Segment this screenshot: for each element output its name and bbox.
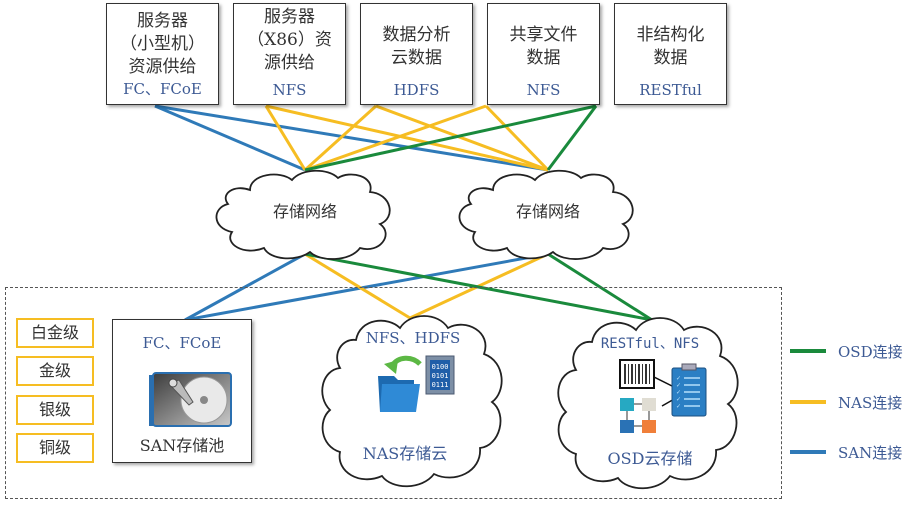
clipboard-checklist-icon: ✓✓✓✓✓ — [671, 363, 707, 417]
storage-network-cloud-right — [458, 169, 634, 260]
source-protocol: HDFS — [393, 81, 440, 99]
connection-line-osd — [304, 104, 597, 172]
tier-bronze: 铜级 — [16, 433, 94, 463]
source-title-line: 服务器 — [264, 7, 315, 27]
source-title-line: 源供给 — [264, 53, 315, 73]
storage-network-cloud-left — [215, 169, 391, 260]
tier-silver: 银级 — [16, 395, 94, 425]
connection-line-nas — [303, 104, 378, 172]
tier-gold: 金级 — [16, 356, 94, 386]
barcode-icon — [619, 359, 655, 389]
connection-line-san — [154, 104, 549, 172]
source-title-line: 资源供给 — [128, 57, 197, 77]
svg-text:✓: ✓ — [676, 396, 681, 403]
source-protocol: NFS — [272, 81, 307, 99]
source-title-line: 数据 — [653, 48, 688, 68]
legend-nas: NAS连接 — [790, 392, 902, 412]
connection-line-nas — [375, 104, 549, 172]
tier-platinum: 白金级 — [16, 318, 94, 348]
legend-swatch-osd — [790, 349, 826, 353]
source-title-line: 非结构化 — [636, 25, 705, 45]
source-box-shared-files: 共享文件 数据 NFS — [487, 3, 600, 105]
legend-label: NAS连接 — [838, 393, 903, 412]
legend-swatch-nas — [790, 400, 826, 404]
osd-protocol: RESTful、NFS — [600, 336, 700, 352]
source-title-line: 共享文件 — [509, 25, 578, 45]
san-protocol: FC、FCoE — [142, 334, 222, 352]
connection-line-nas — [484, 104, 550, 172]
san-storage-pool: FC、FCoE SAN存储池 — [112, 319, 252, 463]
svg-text:✓: ✓ — [676, 403, 681, 410]
connection-line-nas — [265, 104, 549, 172]
san-pool-name: SAN存储池 — [139, 436, 225, 455]
arrow-icon — [384, 355, 422, 374]
binary-file-icon: 0100 0101 0111 — [425, 355, 455, 395]
network-label: 存储网络 — [272, 202, 337, 221]
source-box-unstructured: 非结构化 数据 RESTful — [614, 3, 727, 105]
svg-text:✓: ✓ — [676, 382, 681, 389]
source-protocol: FC、FCoE — [123, 80, 202, 98]
network-label: 存储网络 — [515, 202, 580, 221]
source-box-analytics: 数据分析 云数据 HDFS — [360, 3, 473, 105]
source-title-line: 数据分析 — [382, 25, 451, 45]
source-box-minicomputer: 服务器 （小型机） 资源供给 FC、FCoE — [106, 3, 219, 105]
source-protocol: NFS — [526, 81, 561, 99]
svg-text:0100: 0100 — [432, 363, 449, 371]
connection-line-osd — [546, 105, 598, 171]
nas-cloud-name: NAS存储云 — [362, 444, 448, 463]
svg-text:0111: 0111 — [432, 381, 449, 389]
legend-label: OSD连接 — [838, 342, 903, 361]
object-blocks-icon — [620, 398, 656, 433]
legend-osd: OSD连接 — [790, 341, 903, 361]
source-title-line: （X86）资 — [247, 30, 332, 50]
nas-protocol: NFS、HDFS — [365, 329, 461, 347]
source-title-line: （小型机） — [120, 34, 205, 54]
source-protocol: RESTful — [639, 81, 702, 99]
svg-text:✓: ✓ — [676, 375, 681, 382]
svg-text:0101: 0101 — [432, 372, 449, 380]
legend-label: SAN连接 — [838, 443, 903, 462]
hard-disk-icon — [149, 372, 232, 427]
source-title-line: 云数据 — [391, 48, 442, 68]
osd-icons: ✓✓✓✓✓ — [619, 359, 707, 433]
storage-pool-group — [5, 287, 782, 499]
osd-cloud-name: OSD云存储 — [607, 449, 693, 468]
folder-icon — [378, 376, 420, 412]
svg-text:✓: ✓ — [676, 389, 681, 396]
connection-line-nas — [264, 105, 307, 171]
connection-line-san — [154, 104, 306, 172]
connection-line-nas — [304, 252, 411, 320]
source-title-line: 服务器 — [137, 11, 188, 31]
connection-line-nas — [304, 104, 487, 172]
legend-san: SAN连接 — [790, 442, 902, 462]
source-title-line: 数据 — [526, 48, 561, 68]
source-box-x86: 服务器 （X86）资 源供给 NFS — [233, 3, 346, 105]
nas-icons: 0100 0101 0111 — [378, 355, 455, 412]
legend-swatch-san — [790, 450, 826, 454]
